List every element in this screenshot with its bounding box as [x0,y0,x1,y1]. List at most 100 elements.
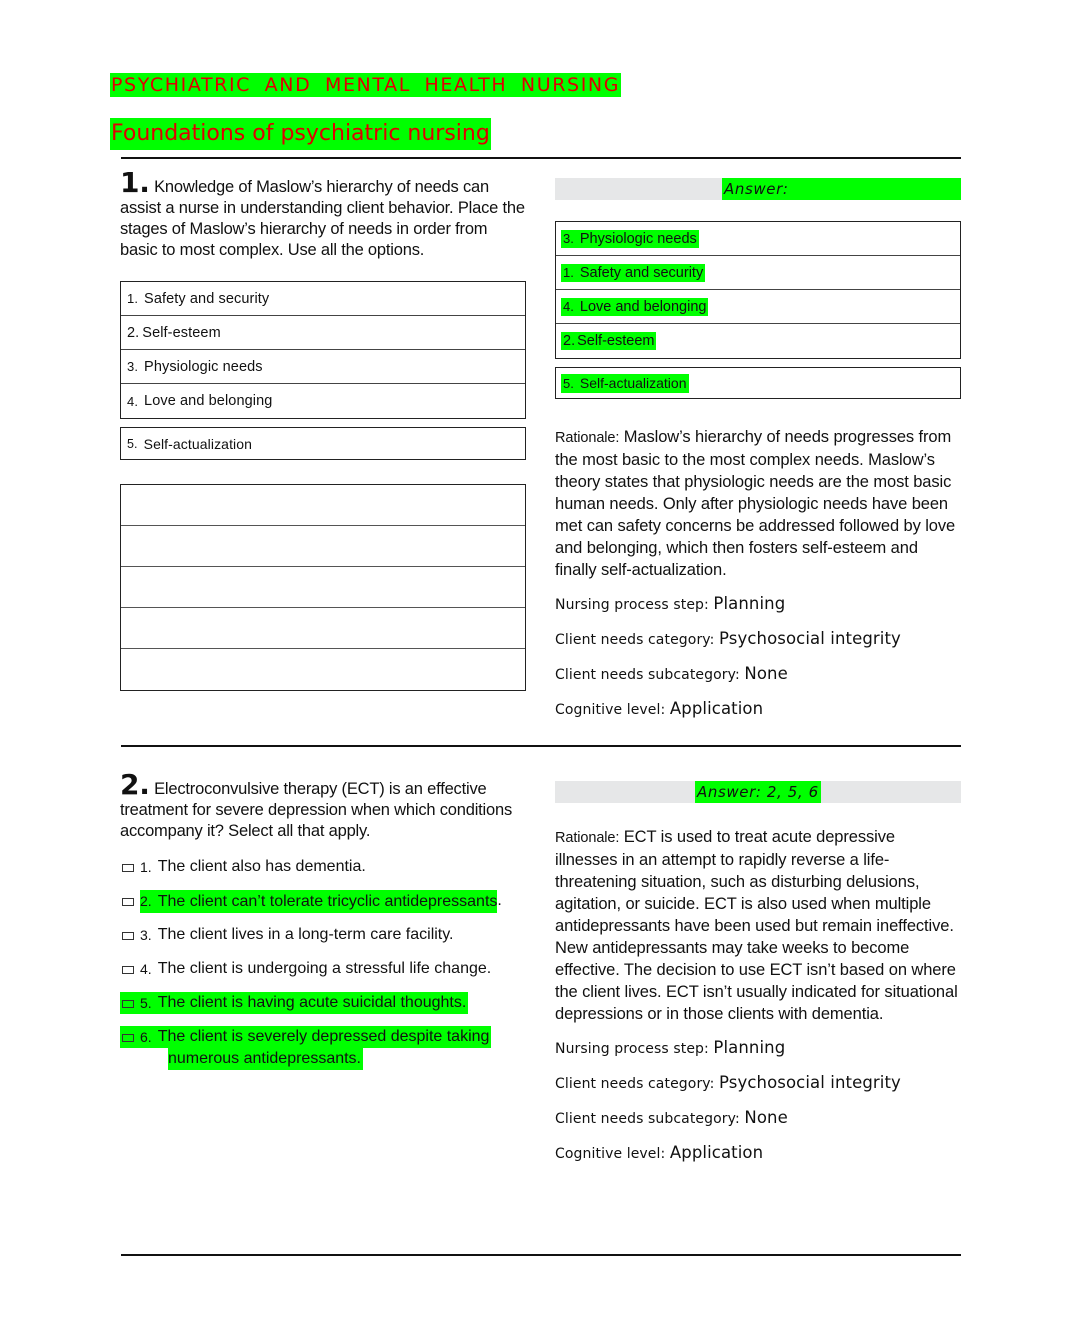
meta-value: Planning [713,594,786,613]
q2-question-column: 2. Electroconvulsive therapy (ECT) is an… [120,771,526,1070]
q1-answer-order-box: 3. Physiologic needs 1. Safety and secur… [555,221,961,359]
answer-order-row: 4. Love and belonging [556,290,960,324]
q2-option[interactable]: 6. The client is severely depressed desp… [120,1026,492,1048]
option-number: 5. [140,995,152,1011]
q1-rationale: Rationale: Maslow’s hierarchy of needs p… [555,426,961,581]
checkbox-icon[interactable] [122,966,134,974]
meta-label: Client needs category: [555,1076,715,1092]
q2-option-wrap: 5. The client is having acute suicidal t… [120,992,526,1026]
checkbox-icon[interactable] [122,898,134,906]
answer-slot[interactable] [121,608,525,649]
checkbox-icon[interactable] [122,932,134,940]
option-label: The client is severely depressed despite… [157,1028,490,1045]
nursing-process-step: Nursing process step: Planning [555,1031,961,1066]
option-number: 5. [127,436,138,451]
option-trailing-punct: . [497,892,502,909]
meta-label: Nursing process step: [555,1041,709,1057]
q2-option[interactable]: 2. The client can’t tolerate tricyclic an… [120,890,526,924]
q1-options-box: 1. Safety and security 2.Self-esteem 3. Ph… [120,281,526,419]
option-label: Physiologic needs [144,358,263,375]
option-label: The client can’t tolerate tricyclic anti… [157,893,498,910]
question-divider [121,745,961,747]
answer-number: 2. [562,332,577,350]
answer-order-row: 1. Safety and security [556,256,960,290]
meta-label: Cognitive level: [555,702,666,718]
q1-options: 1. Safety and security 2.Self-esteem 3. Ph… [120,281,526,460]
q2-option[interactable]: 1. The client also has dementia. [120,856,526,890]
option-number: 2. [140,893,152,909]
meta-label: Nursing process step: [555,597,709,613]
meta-value: Psychosocial integrity [719,629,901,648]
answer-slot[interactable] [121,526,525,567]
checkbox-icon[interactable] [122,1000,134,1008]
q1-answer-label: Answer: [722,178,961,200]
answer-order-row: 5. Self-actualization [555,367,961,399]
meta-value: Psychosocial integrity [719,1073,901,1092]
q1-answer-slots [120,484,526,691]
q1-option[interactable]: 2.Self-esteem [121,316,525,350]
q2-question-text: Electroconvulsive therapy (ECT) is an ef… [120,780,513,840]
q2-meta: Nursing process step: Planning Client ne… [555,1031,961,1171]
answer-label: Physiologic needs [578,229,698,248]
meta-label: Cognitive level: [555,1146,666,1162]
chapter-title: PSYCHIATRIC AND MENTAL HEALTH NURSING [110,73,622,97]
q2-question: 2. Electroconvulsive therapy (ECT) is an… [120,771,526,842]
q1-option[interactable]: 5. Self-actualization [120,427,526,460]
option-label: Safety and security [144,290,270,307]
answer-number: 3. [562,229,575,247]
rationale-label: Rationale: [555,830,620,846]
q1-option[interactable]: 1. Safety and security [121,282,525,316]
option-label-continued: numerous antidepressants. [168,1048,363,1070]
answer-order-row: 3. Physiologic needs [556,222,960,256]
answer-slot[interactable] [121,649,525,690]
q2-option[interactable]: 5. The client is having acute suicidal t… [120,992,469,1014]
q2-answer-label: Answer: 2, 5, 6 [695,781,821,803]
meta-value: Application [669,699,764,718]
q2-option[interactable]: 3. The client lives in a long-term care … [120,924,526,958]
answer-label: Self-esteem [576,332,656,350]
meta-value: Planning [713,1038,786,1057]
checkbox-icon[interactable] [122,1034,134,1042]
answer-label: Love and belonging [578,297,708,316]
option-number: 2. [127,324,140,341]
option-number: 4. [127,393,139,409]
q1-question-column: 1. Knowledge of Maslow’s hierarchy of ne… [120,169,526,261]
q2-option[interactable]: 4. The client is undergoing a stressful … [120,958,526,992]
rationale-label: Rationale: [555,430,620,446]
footer-divider [121,1254,961,1256]
q2-number: 2. [120,768,150,801]
q1-question: 1. Knowledge of Maslow’s hierarchy of ne… [120,169,526,261]
header-divider [121,157,961,159]
rationale-text: ECT is used to treat acute depressive il… [555,828,958,1023]
answer-order-row: 2.Self-esteem [556,324,960,358]
meta-value: None [744,1108,788,1127]
client-needs-category: Client needs category: Psychosocial inte… [555,622,961,657]
q1-number: 1. [120,166,150,199]
client-needs-category: Client needs category: Psychosocial inte… [555,1066,961,1101]
option-label: Love and belonging [144,393,273,409]
answer-number: 4. [562,297,575,315]
q1-option[interactable]: 4. Love and belonging [121,384,525,418]
checkbox-icon[interactable] [122,864,134,872]
option-label: The client lives in a long-term care fac… [157,926,454,943]
option-number: 4. [140,961,152,977]
answer-number: 1. [562,263,575,281]
q1-answer-bar: Answer: [555,178,961,200]
meta-value: None [744,664,788,683]
answer-slot[interactable] [121,567,525,608]
q1-option[interactable]: 3. Physiologic needs [121,350,525,384]
cognitive-level: Cognitive level: Application [555,692,961,727]
meta-value: Application [669,1143,764,1162]
option-number: 1. [127,291,139,306]
q2-answer-bar: Answer: 2, 5, 6 [555,781,961,803]
q2-rationale: Rationale: ECT is used to treat acute de… [555,826,961,1025]
option-label: Self-actualization [143,435,253,452]
option-number: 3. [127,359,139,374]
option-label: The client is having acute suicidal thou… [157,994,467,1011]
section-title: Foundations of psychiatric nursing [110,118,491,150]
option-number: 1. [140,859,152,875]
meta-label: Client needs subcategory: [555,1111,740,1127]
cognitive-level: Cognitive level: Application [555,1136,961,1171]
answer-slot[interactable] [121,485,525,526]
q1-meta: Nursing process step: Planning Client ne… [555,587,961,727]
